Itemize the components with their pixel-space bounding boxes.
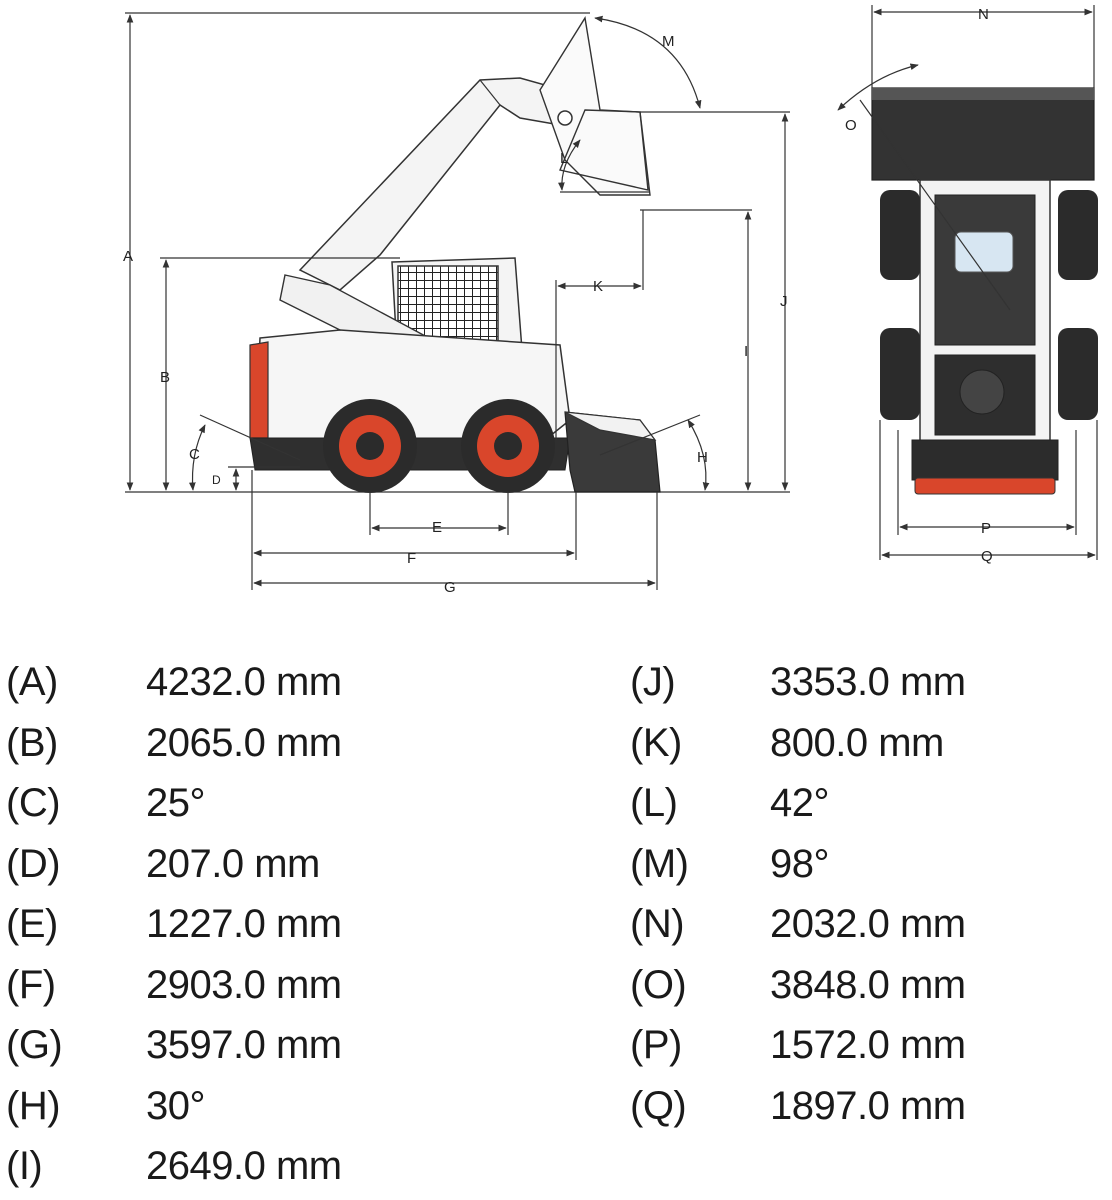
spec-key: (D) [6, 841, 61, 886]
label-e: E [432, 519, 442, 536]
spec-key: (O) [630, 962, 687, 1007]
spec-value: 98° [770, 841, 830, 886]
label-l: L [560, 150, 568, 167]
label-n: N [978, 6, 989, 23]
label-f: F [407, 550, 416, 567]
spec-key: (F) [6, 962, 56, 1007]
label-j: J [780, 293, 788, 310]
spec-key: (H) [6, 1083, 61, 1128]
label-m: M [662, 33, 675, 50]
label-h: H [697, 449, 708, 466]
spec-key: (B) [6, 720, 58, 765]
spec-key: (Q) [630, 1083, 687, 1128]
spec-value: 25° [146, 781, 206, 825]
spec-key: (L) [630, 781, 678, 825]
spec-value: 30° [146, 1083, 206, 1128]
spec-value: 3848.0 mm [770, 962, 966, 1007]
spec-value: 1572.0 mm [770, 1023, 966, 1067]
side-view-dimensions [125, 12, 790, 590]
spec-key: (A) [6, 660, 58, 704]
spec-value: 2903.0 mm [146, 962, 342, 1007]
spec-key: (E) [6, 902, 58, 946]
label-q: Q [981, 548, 993, 565]
spec-value: 800.0 mm [770, 720, 944, 765]
spec-value: 4232.0 mm [146, 660, 342, 704]
top-view-dimensions [837, 5, 1098, 560]
spec-value: 1897.0 mm [770, 1083, 966, 1128]
spec-value: 2065.0 mm [146, 720, 342, 765]
side-view-machine [125, 16, 790, 493]
dimension-diagram: A B C D E F G H I J K L M N O P Q [123, 5, 1098, 596]
label-a: A [123, 248, 133, 265]
spec-key: (M) [630, 841, 689, 886]
spec-value: 1227.0 mm [146, 902, 342, 946]
spec-key: (P) [630, 1023, 682, 1067]
spec-key: (C) [6, 781, 61, 825]
label-g: G [444, 579, 456, 596]
label-b: B [160, 369, 170, 386]
spec-key: (I) [6, 1144, 43, 1188]
label-p: P [981, 520, 991, 537]
label-d: D [212, 473, 221, 487]
spec-value: 3353.0 mm [770, 660, 966, 704]
spec-value: 2032.0 mm [770, 902, 966, 946]
spec-value: 207.0 mm [146, 841, 320, 886]
label-o: O [845, 117, 857, 134]
spec-value: 3597.0 mm [146, 1023, 342, 1067]
top-view-machine [871, 87, 1098, 495]
label-k: K [593, 278, 603, 295]
spec-value: 2649.0 mm [146, 1144, 342, 1188]
spec-key: (G) [6, 1023, 63, 1067]
spec-key: (J) [630, 660, 676, 704]
spec-key: (K) [630, 720, 682, 765]
dimension-labels: A B C D E F G H I J K L M N O P Q [123, 6, 993, 596]
spec-key: (N) [630, 902, 685, 946]
label-i: I [744, 343, 748, 360]
spec-value: 42° [770, 781, 830, 825]
label-c: C [189, 446, 200, 463]
